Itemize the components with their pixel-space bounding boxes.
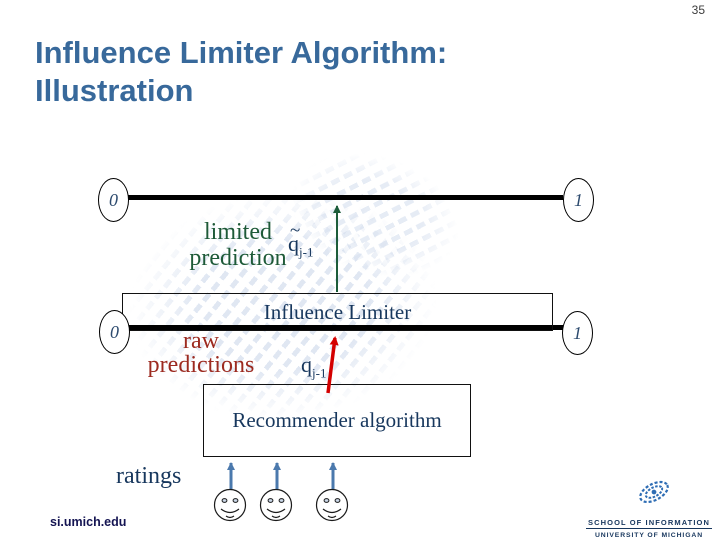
limited-q-label: ~qj-1 [288, 220, 314, 260]
raw-line-endpoint-one: 1 [562, 311, 593, 355]
footer-institution: SCHOOL OF INFORMATION UNIVERSITY OF MICH… [582, 512, 716, 539]
footer-university-name: UNIVERSITY OF MICHIGAN [594, 532, 704, 539]
smiley-face-icon [259, 488, 293, 522]
q-subscript: j-1 [299, 244, 314, 260]
footer-url: si.umich.edu [50, 515, 127, 529]
smiley-face-icon [213, 488, 247, 522]
galaxy-logo-icon [639, 480, 669, 504]
smiley-face-icon [315, 488, 349, 522]
raw-label-line1: raw [183, 328, 219, 354]
recommender-algorithm-box: Recommender algorithm [203, 384, 471, 457]
q-subscript: j-1 [312, 365, 327, 381]
limited-line-endpoint-zero: 0 [98, 178, 129, 222]
influence-limiter-box: Influence Limiter [122, 293, 553, 331]
slide-title-line2: Illustration [35, 73, 194, 108]
limited-line-endpoint-one: 1 [563, 178, 594, 222]
q-tilde-accent: ~ [290, 220, 301, 241]
raw-predictions-label: raw predictions [121, 329, 281, 377]
limited-prediction-line [127, 195, 563, 200]
raw-label-line2: predictions [147, 352, 255, 378]
raw-q-label: qj-1 [301, 352, 326, 381]
ratings-label: ratings [116, 463, 182, 489]
slide-title: Influence Limiter Algorithm: Illustratio… [35, 34, 447, 110]
footer-school-name: SCHOOL OF INFORMATION [586, 518, 712, 529]
recommender-algorithm-label: Recommender algorithm [232, 408, 442, 432]
page-number: 35 [691, 3, 705, 17]
slide-title-line1: Influence Limiter Algorithm: [35, 35, 448, 70]
influence-limiter-label: Influence Limiter [263, 299, 412, 324]
q-base: q [301, 352, 312, 377]
